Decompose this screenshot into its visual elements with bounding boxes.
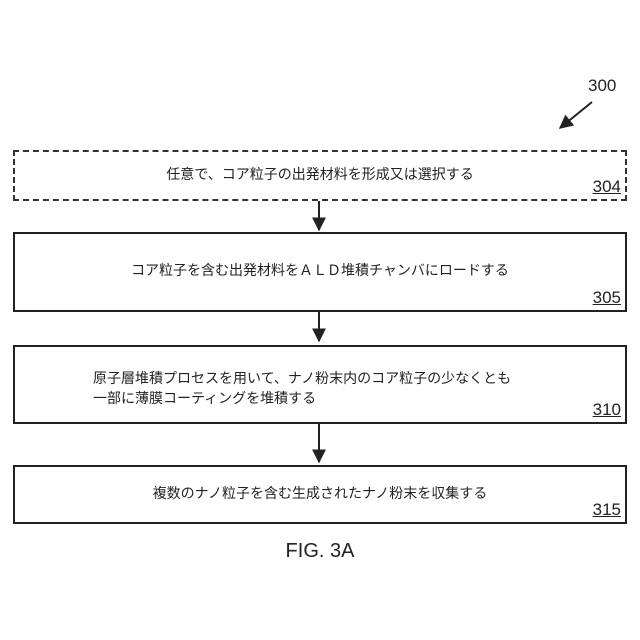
step-315-number: 315	[593, 500, 621, 520]
step-310-text: 原子層堆積プロセスを用いて、ナノ粉末内のコア粒子の少なくとも 一部に薄膜コーティ…	[93, 369, 605, 409]
step-310-number: 310	[593, 400, 621, 420]
step-305-number: 305	[593, 288, 621, 308]
step-305-box: コア粒子を含む出発材料をＡＬＤ堆積チャンバにロードする 305	[13, 232, 627, 312]
step-315-text: 複数のナノ粒子を含む生成されたナノ粉末を収集する	[15, 484, 625, 504]
step-315-box: 複数のナノ粒子を含む生成されたナノ粉末を収集する 315	[13, 465, 627, 524]
step-310-text-line-1: 原子層堆積プロセスを用いて、ナノ粉末内のコア粒子の少なくとも	[93, 369, 605, 389]
reference-arrow	[560, 102, 592, 128]
step-304-number: 304	[593, 177, 621, 197]
step-310-text-line-2: 一部に薄膜コーティングを堆積する	[93, 389, 605, 409]
step-304-text: 任意で、コア粒子の出発材料を形成又は選択する	[15, 165, 625, 185]
figure-caption: FIG. 3A	[0, 540, 640, 563]
step-304-box: 任意で、コア粒子の出発材料を形成又は選択する 304	[13, 150, 627, 201]
step-310-box: 原子層堆積プロセスを用いて、ナノ粉末内のコア粒子の少なくとも 一部に薄膜コーティ…	[13, 345, 627, 424]
figure-reference-number: 300	[588, 76, 616, 96]
step-305-text: コア粒子を含む出発材料をＡＬＤ堆積チャンバにロードする	[15, 261, 625, 281]
